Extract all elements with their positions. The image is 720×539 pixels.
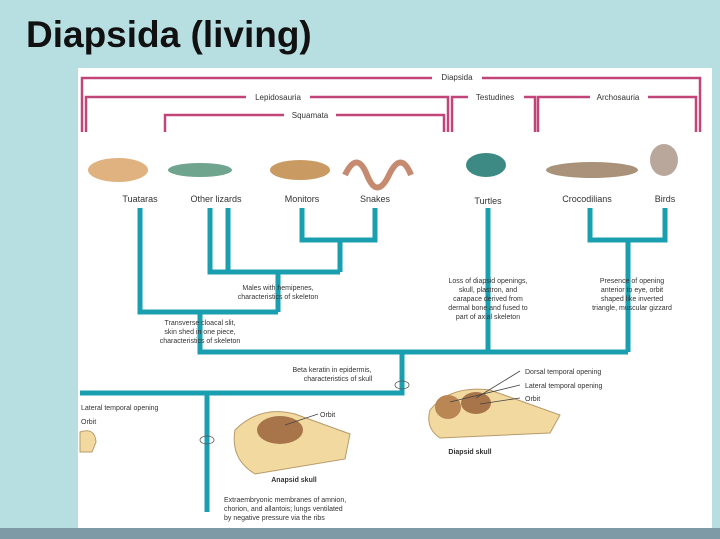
trait-keratin-2: characteristics of skull <box>304 376 373 383</box>
label-orbit: Orbit <box>525 396 540 403</box>
animal-illustrations <box>88 144 678 191</box>
trait-keratin-1: Beta keratin in epidermis, <box>293 367 372 374</box>
trait-archo-4: triangle, muscular gizzard <box>592 305 672 312</box>
trait-hemipenes-1: Males with hemipenes, <box>242 285 313 292</box>
trait-cloacal-2: skin shed in one piece, <box>164 329 235 336</box>
taxon-tuataras: Tuataras <box>122 194 158 204</box>
clade-label-squamata: Squamata <box>292 111 329 120</box>
bird-image <box>650 144 678 176</box>
bracket-testudines <box>450 95 537 132</box>
snake-image <box>342 159 414 191</box>
bracket-archosauria <box>536 95 698 132</box>
trait-turtles-3: carapace derived from <box>453 296 523 303</box>
monitor-image <box>270 160 330 180</box>
anapsid-skull-label: Anapsid skull <box>271 477 317 484</box>
trait-archo-3: shaped like inverted <box>601 296 663 303</box>
trait-amnion-2: chorion, and allantois; lungs ventilated <box>224 506 343 513</box>
taxon-other-lizards: Other lizards <box>190 194 242 204</box>
label-lateral-temporal-opening-partial: Lateral temporal opening <box>81 405 159 412</box>
trait-archo-1: Presence of opening <box>600 278 664 285</box>
trait-hemipenes-2: characteristics of skeleton <box>238 294 319 301</box>
clade-label-archosauria: Archosauria <box>597 93 640 102</box>
lizard-image <box>168 163 232 177</box>
trait-amnion-3: by negative pressure via the ribs <box>224 515 325 522</box>
trait-cloacal-1: Transverse cloacal slit, <box>165 320 236 327</box>
taxon-turtles: Turtles <box>474 196 502 206</box>
bottom-bar <box>0 528 720 539</box>
trait-turtles-4: dermal bone and fused to <box>448 305 527 312</box>
partial-skull: Lateral temporal opening Orbit <box>79 405 159 453</box>
taxon-snakes: Snakes <box>360 194 391 204</box>
turtle-image <box>466 153 506 177</box>
crocodile-image <box>546 162 638 178</box>
clade-label-testudines: Testudines <box>476 93 514 102</box>
taxon-crocodilians: Crocodilians <box>562 194 612 204</box>
label-orbit-anapsid: Orbit <box>320 412 335 419</box>
diapsid-skull-label: Diapsid skull <box>448 449 491 456</box>
trait-turtles-5: part of axial skeleton <box>456 314 520 321</box>
trait-turtles-2: skull, plastron, and <box>459 287 517 294</box>
label-lateral-temporal-opening: Lateral temporal opening <box>525 383 603 390</box>
tuatara-image <box>88 158 148 182</box>
trait-archo-2: anterior to eye, orbit <box>601 287 663 294</box>
bracket-diapsida <box>80 76 702 132</box>
label-dorsal-temporal-opening: Dorsal temporal opening <box>525 369 601 376</box>
trait-amnion-1: Extraembryonic membranes of amnion, <box>224 497 346 504</box>
clade-brackets <box>80 76 702 132</box>
diapsid-skull: Dorsal temporal opening Lateral temporal… <box>428 369 603 456</box>
taxon-birds: Birds <box>655 194 676 204</box>
anapsid-skull: Orbit Anapsid skull <box>233 411 351 484</box>
clade-label-diapsida: Diapsida <box>441 73 473 82</box>
label-orbit-partial: Orbit <box>81 419 96 426</box>
slide-title: Diapsida (living) <box>26 14 312 55</box>
taxon-monitors: Monitors <box>285 194 320 204</box>
cladogram-panel <box>78 68 712 528</box>
trait-cloacal-3: characteristics of skeleton <box>160 338 241 345</box>
trait-turtles-1: Loss of diapsid openings, <box>449 278 528 285</box>
clade-label-lepidosauria: Lepidosauria <box>255 93 301 102</box>
branches <box>80 208 668 512</box>
